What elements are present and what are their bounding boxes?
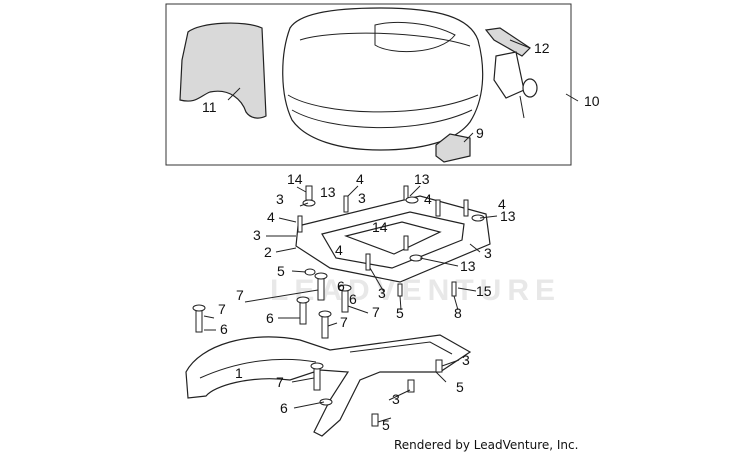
callout-13: 13	[500, 208, 516, 224]
callout-7: 7	[276, 374, 284, 390]
callout-3: 3	[253, 227, 261, 243]
callout-5: 5	[382, 417, 390, 433]
callout-13: 13	[414, 171, 430, 187]
callout-5: 5	[396, 305, 404, 321]
callout-5: 5	[456, 379, 464, 395]
reflector-part[interactable]	[435, 133, 471, 163]
callout-10: 10	[584, 93, 600, 109]
callout-5: 5	[277, 263, 285, 279]
lock-part[interactable]	[484, 27, 538, 119]
callout-14: 14	[372, 219, 388, 235]
callout-14: 14	[287, 171, 303, 187]
callouts: 11 12 10 9 14 13 3 4 3 4 13 4 4 13 3 14 …	[202, 40, 600, 433]
callout-11: 11	[202, 99, 217, 115]
callout-7: 7	[218, 301, 226, 317]
callout-6: 6	[266, 310, 274, 326]
callout-13: 13	[320, 184, 336, 200]
backrest-pad-part[interactable]	[179, 22, 267, 119]
callout-6: 6	[349, 291, 357, 307]
callout-6: 6	[337, 278, 345, 294]
callout-4: 4	[424, 191, 432, 207]
callout-12: 12	[534, 40, 550, 56]
carrier-plate-part[interactable]	[295, 195, 491, 283]
callout-3: 3	[392, 391, 400, 407]
callout-13: 13	[460, 258, 476, 274]
callout-3: 3	[378, 285, 386, 301]
callout-4: 4	[498, 196, 506, 212]
callout-6: 6	[280, 400, 288, 416]
callout-3: 3	[484, 245, 492, 261]
callout-3: 3	[276, 191, 284, 207]
leader-lines	[203, 39, 579, 423]
callout-6: 6	[220, 321, 228, 337]
callout-2: 2	[264, 244, 272, 260]
callout-7: 7	[236, 287, 244, 303]
callout-9: 9	[476, 125, 484, 141]
callout-3: 3	[358, 190, 366, 206]
credit-text: Rendered by LeadVenture, Inc.	[394, 438, 578, 452]
callout-15: 15	[476, 283, 492, 299]
callout-4: 4	[356, 171, 364, 187]
callout-3: 3	[462, 352, 470, 368]
hardware-group	[192, 185, 485, 427]
topcase-group-frame	[165, 3, 572, 166]
callout-8: 8	[454, 305, 462, 321]
callout-1: 1	[235, 365, 243, 381]
callout-4: 4	[267, 209, 275, 225]
mounting-frame-part[interactable]	[185, 334, 472, 437]
top-case-part[interactable]	[282, 7, 484, 151]
callout-7: 7	[340, 314, 348, 330]
callout-4: 4	[335, 242, 343, 258]
callout-7: 7	[372, 304, 380, 320]
